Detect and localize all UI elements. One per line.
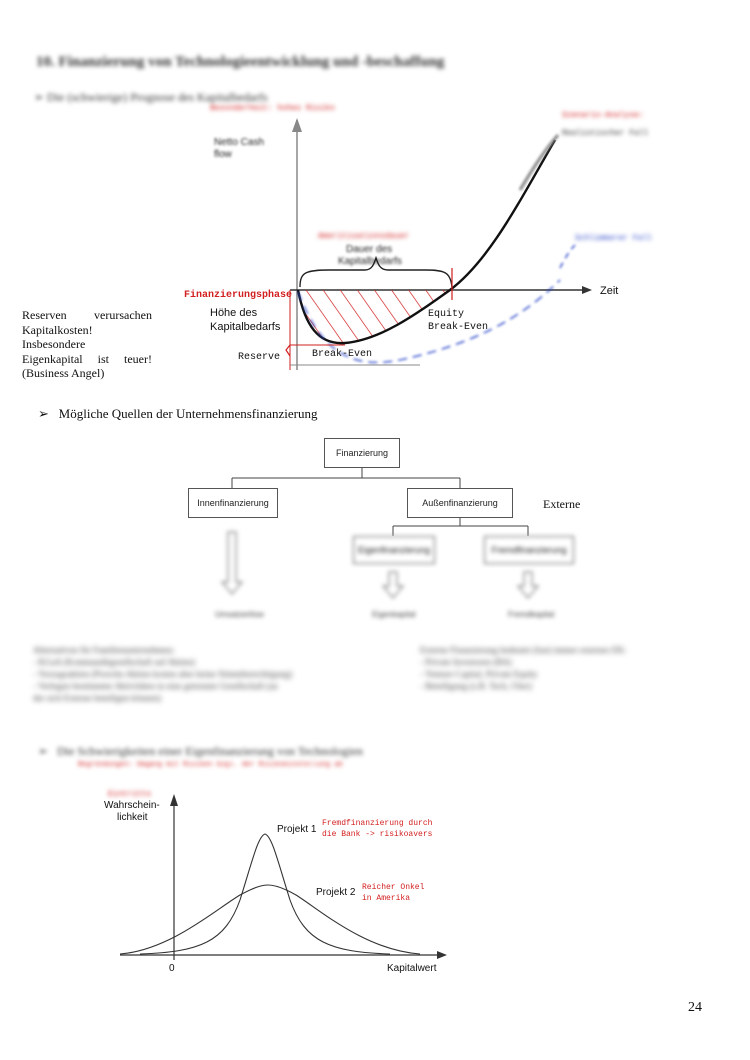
duration-label-1: Dauer des [346, 244, 392, 255]
chart2-x-label: Kapitalwert [387, 963, 437, 974]
reserve-bracket [285, 344, 291, 357]
internal-result: Umsatzerlöse [215, 610, 264, 619]
duration-brace [299, 255, 453, 288]
project2-note-2: in Amerika [362, 894, 410, 903]
equity-label-1: Equity [428, 308, 464, 320]
paragraph-line: - Private Investoren (BA) [420, 657, 512, 667]
amortization-label: Ameritisationsdauer [318, 232, 409, 241]
chart2-red-label: Eintritts [108, 790, 151, 799]
externe-note: Externe [543, 497, 581, 511]
node-external-financing: Außenfinanzierung [407, 488, 513, 518]
section3-red-subtitle: Begründungen: Umgang mit Risiken bzgl. d… [78, 761, 343, 769]
project2-label: Projekt 2 [316, 887, 356, 898]
node-internal-financing: Innenfinanzierung [188, 488, 278, 518]
reserve-label: Reserve [238, 352, 280, 363]
project1-note-1: Fremdfinanzierung durch [322, 819, 433, 828]
capital-requirement-chart: Besonderheit: hohes Risiko Netto Cash fl… [184, 104, 652, 370]
node-financing: Finanzierung [324, 438, 400, 468]
chart1-x-label: Zeit [600, 285, 618, 297]
side-note-line: Eigenkapital ist teuer! [22, 351, 152, 366]
chart1-x-arrow [582, 286, 592, 294]
paragraph-line: - Venture Capital, Private Equity [420, 669, 538, 679]
project2-note-1: Reicher Onkel [362, 883, 425, 892]
sources-title: Mögliche Quellen der Unternehmensfinanzi… [58, 406, 318, 421]
chart1-risk-label: Besonderheit: hohes Risiko [210, 104, 335, 113]
node-equity-financing: Eigenfinanzierung [353, 536, 435, 564]
paragraph-line: Externe Finanzierung bedeutet (fast) imm… [420, 645, 627, 655]
realistic-case-label: Realistischer Fall [562, 129, 649, 138]
worse-case-curve [297, 279, 561, 364]
capital-height-label-1: Höhe des [210, 307, 258, 319]
chart2-y-arrow [170, 794, 178, 806]
node-debt-financing: Fremdfinanzierung [484, 536, 574, 564]
side-note-line: (Business Angel) [22, 366, 105, 380]
scenario-analysis-label: Szenario-Analyse: [562, 111, 644, 120]
paragraph-line: Alternativen für Familienunternehmen: [33, 645, 175, 655]
chart2-y-label-1: Wahrschein- [104, 800, 160, 811]
duration-label-2: Kapitalbedarfs [338, 256, 402, 267]
break-even-label: Break-Even [312, 348, 372, 360]
side-note-line: Insbesondere [22, 337, 86, 351]
chart2-zero: 0 [169, 963, 175, 974]
worse-case-curve-tail [559, 244, 576, 269]
capital-height-label-2: Kapitalbedarfs [210, 321, 281, 333]
paragraph-line: - Vorzugsaktien (Porsche-Aktien kosten a… [33, 669, 293, 679]
financing-phase-label: Finanzierungsphase [184, 289, 292, 301]
paragraph-right: Externe Finanzierung bedeutet (fast) imm… [420, 644, 626, 692]
arrow-down-icon [516, 571, 540, 599]
page-number: 24 [688, 1000, 702, 1015]
project1-curve [139, 833, 391, 955]
section3-heading: ➢ Die Schwierigkeiten einer Eigenfinanzi… [38, 744, 363, 758]
equity-result: Eigenkapital [372, 610, 416, 619]
debt-result: Fremdkapital [508, 610, 555, 619]
cash-flow-curve [296, 139, 557, 345]
paragraph-line: - KGaA (Kommanditgesellschaft auf Aktien… [33, 657, 195, 667]
equity-label-2: Break-Even [428, 321, 488, 333]
chart1-y-label-1: Netto Cash [214, 137, 264, 148]
paragraph-line: - Beteiligung (z.B. Tech, Uber) [420, 681, 532, 691]
sources-heading: ➢ Mögliche Quellen der Unternehmensfinan… [38, 406, 317, 422]
side-note-line: Kapitalkosten! [22, 322, 93, 337]
bullet-arrow: ➢ [38, 406, 49, 421]
paragraph-line: - Verlegen bestimmter Aktivitäten in ein… [33, 681, 278, 691]
probability-chart: Eintritts Wahrschein- lichkeit 0 Kapital… [104, 790, 447, 974]
arrow-down-icon [220, 531, 244, 595]
project2-curve [119, 884, 421, 955]
project1-label: Projekt 1 [277, 824, 317, 835]
paragraph-left: Alternativen für Familienunternehmen: - … [33, 644, 292, 704]
chart1-y-arrow [292, 118, 302, 132]
realistic-case-curve [518, 134, 560, 191]
worse-case-label: Schlimmerer Fall [575, 234, 652, 243]
side-note: Reserven verursachen Kapitalkosten! Insb… [22, 308, 152, 381]
chart2-x-arrow [437, 951, 447, 959]
paragraph-line: der sich Externe beteiligen können) [33, 693, 161, 703]
arrow-down-icon [381, 571, 405, 599]
page-heading: 10. Finanzierung von Technologieentwickl… [36, 54, 445, 70]
side-note-line: Reserven verursachen [22, 308, 152, 322]
chart2-y-label-2: lichkeit [117, 812, 148, 823]
project1-note-2: die Bank -> risikoavers [322, 830, 433, 839]
chart1-y-label-2: flow [214, 149, 233, 160]
financing-tree-lines [220, 466, 540, 599]
page-subheading: ➢ Die (schwierige) Prognose des Kapitalb… [34, 90, 268, 104]
